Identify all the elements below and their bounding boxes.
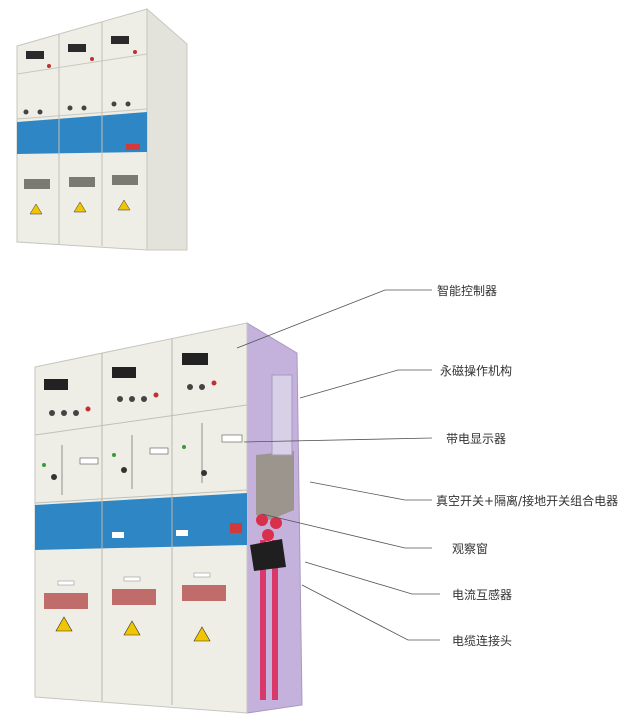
callout-permanent-magnet-mechanism: 永磁操作机构 (440, 364, 513, 378)
switchgear-front-view (16, 7, 188, 251)
callout-current-transformer: 电流互感器 (452, 588, 513, 602)
callout-observation-window: 观察窗 (452, 542, 489, 556)
callout-live-display: 带电显示器 (446, 432, 507, 446)
switchgear-cutaway-view (34, 322, 303, 714)
callout-cable-connector: 电缆连接头 (452, 634, 513, 648)
callout-vacuum-switch-combination: 真空开关+隔离/接地开关组合电器 (436, 494, 619, 508)
callout-smart-controller: 智能控制器 (437, 284, 498, 298)
